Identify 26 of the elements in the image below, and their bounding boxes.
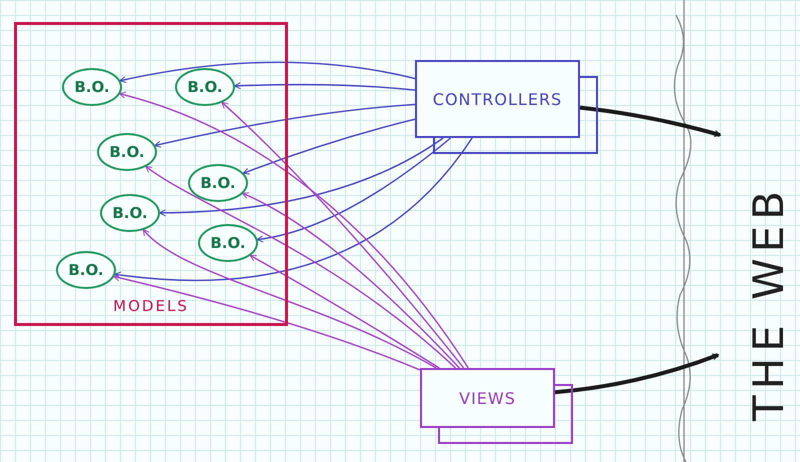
arrow xyxy=(118,92,469,368)
object-ellipse: B.O. xyxy=(188,164,248,202)
object-ellipse: B.O. xyxy=(175,68,235,106)
arrow xyxy=(234,82,416,91)
arrow xyxy=(250,254,440,369)
arrow xyxy=(221,102,464,368)
arrow xyxy=(580,106,722,137)
arrow xyxy=(242,192,460,368)
arrow xyxy=(142,229,437,369)
arrow xyxy=(114,138,473,282)
arrow xyxy=(256,137,452,242)
arrow xyxy=(119,62,416,83)
arrow xyxy=(242,118,416,175)
frame-title: MODELS xyxy=(112,297,190,315)
arrow xyxy=(158,137,444,216)
arrow xyxy=(113,274,420,371)
models-frame xyxy=(14,22,288,326)
object-ellipse: B.O. xyxy=(100,194,160,232)
arrow xyxy=(145,166,456,369)
object-ellipse: B.O. xyxy=(198,224,258,262)
object-ellipse: B.O. xyxy=(56,251,116,289)
arrow xyxy=(154,104,416,148)
arrow xyxy=(554,353,720,394)
object-ellipse: B.O. xyxy=(62,68,122,106)
side-label: THE WEB xyxy=(748,185,790,422)
object-ellipse: B.O. xyxy=(97,133,157,171)
